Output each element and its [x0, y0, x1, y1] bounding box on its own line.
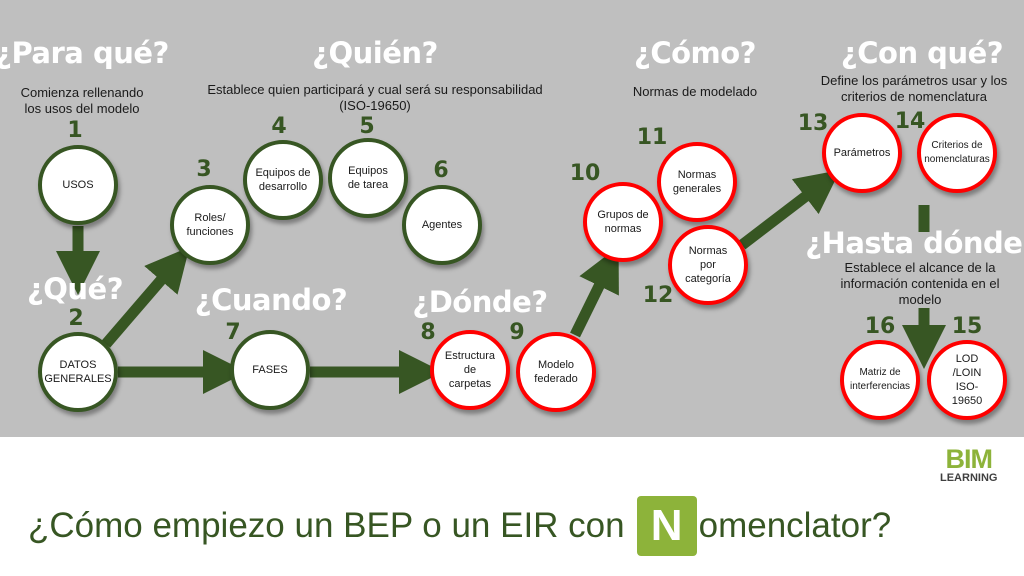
title-before: ¿Cómo empiezo un BEP o un EIR con — [28, 506, 625, 545]
node-number: 16 — [864, 314, 896, 339]
heading-con-que: ¿Con qué? — [840, 36, 1004, 70]
heading-donde: ¿Dónde? — [412, 285, 548, 319]
node-label: Criterios de nomenclaturas — [924, 140, 990, 165]
arrow-normas-to-parametros — [738, 169, 841, 250]
heading-que: ¿Qué? — [26, 272, 124, 306]
node-equipos-tarea[interactable]: Equipos de tarea — [328, 138, 408, 218]
node-number: 11 — [636, 125, 668, 150]
node-label: Estructura de carpetas — [444, 350, 496, 390]
logo-line2: LEARNING — [940, 472, 998, 484]
node-roles[interactable]: Roles/ funciones — [170, 185, 250, 265]
page-title: ¿Cómo empiezo un BEP o un EIR con N omen… — [28, 496, 891, 556]
node-datos-generales[interactable]: DATOS GENERALES — [38, 332, 118, 412]
title-after: omenclator? — [698, 506, 892, 545]
node-usos[interactable]: USOS — [38, 145, 118, 225]
heading-quien: ¿Quién? — [312, 36, 438, 70]
node-normas-generales[interactable]: Normas generales — [657, 142, 737, 222]
node-number: 6 — [433, 158, 449, 183]
node-label: Equipos de desarrollo — [255, 167, 311, 193]
node-matriz-interferencias[interactable]: Matriz de interferencias — [840, 340, 920, 420]
node-number: 12 — [642, 283, 674, 308]
node-label: LOD /LOIN ISO- 19650 — [951, 353, 983, 407]
heading-cuando: ¿Cuando? — [194, 283, 348, 317]
node-number: 5 — [359, 114, 375, 139]
node-grupos-normas[interactable]: Grupos de normas — [583, 182, 663, 262]
node-number: 13 — [797, 111, 829, 136]
node-number: 4 — [271, 114, 287, 139]
node-label: USOS — [62, 179, 94, 191]
node-number: 15 — [951, 314, 983, 339]
node-label: Parámetros — [833, 147, 891, 159]
desc-como: Normas de modelado — [632, 84, 758, 99]
node-number: 1 — [67, 118, 83, 143]
node-label: Matriz de interferencias — [849, 367, 911, 392]
arrow-datos-to-roles — [101, 246, 190, 348]
node-fases[interactable]: FASES — [230, 330, 310, 410]
node-number: 3 — [196, 157, 212, 182]
node-label: Modelo federado — [534, 359, 578, 385]
node-lod-loin[interactable]: LOD /LOIN ISO- 19650 — [927, 340, 1007, 420]
desc-con-que: Define los parámetros usar y los criteri… — [820, 73, 1008, 104]
arrows — [56, 169, 946, 394]
node-label: Normas generales — [672, 169, 722, 195]
node-label: FASES — [252, 364, 288, 376]
node-label: DATOS GENERALES — [44, 359, 112, 385]
node-parametros[interactable]: Parámetros — [822, 113, 902, 193]
node-number: 7 — [225, 320, 241, 345]
node-label: Roles/ funciones — [186, 212, 234, 238]
node-estructura-carpetas[interactable]: Estructura de carpetas — [430, 330, 510, 410]
desc-para-que: Comienza rellenando los usos del modelo — [20, 85, 144, 116]
node-label: Agentes — [421, 219, 463, 231]
heading-para-que: ¿Para qué? — [0, 36, 169, 70]
node-label: Normas por categoría — [685, 245, 731, 285]
node-normas-categoria[interactable]: Normas por categoría — [668, 225, 748, 305]
node-label: Equipos de tarea — [347, 165, 389, 191]
heading-hasta-donde: ¿Hasta dónde? — [805, 226, 1024, 260]
nomenclator-logo-letter: N — [636, 496, 697, 556]
node-number: 9 — [509, 320, 525, 345]
logo-line1: BIM — [945, 444, 993, 474]
node-number: 8 — [420, 320, 436, 345]
node-agentes[interactable]: Agentes — [402, 185, 482, 265]
arrow-modelo-to-grupos — [570, 246, 619, 338]
node-label: Grupos de normas — [597, 209, 649, 235]
node-criterios-nomenclaturas[interactable]: Criterios de nomenclaturas — [917, 113, 997, 193]
node-equipos-desarrollo[interactable]: Equipos de desarrollo — [243, 140, 323, 220]
desc-quien: Establece quien participará y cual será … — [207, 82, 543, 113]
desc-hasta-donde: Establece el alcance de la información c… — [840, 260, 1000, 307]
node-number: 14 — [894, 109, 926, 134]
heading-como: ¿Cómo? — [634, 36, 757, 70]
bim-learning-logo: BIM LEARNING — [940, 444, 998, 485]
node-number: 10 — [569, 161, 601, 186]
node-number: 2 — [68, 306, 84, 331]
node-modelo-federado[interactable]: Modelo federado — [516, 332, 596, 412]
